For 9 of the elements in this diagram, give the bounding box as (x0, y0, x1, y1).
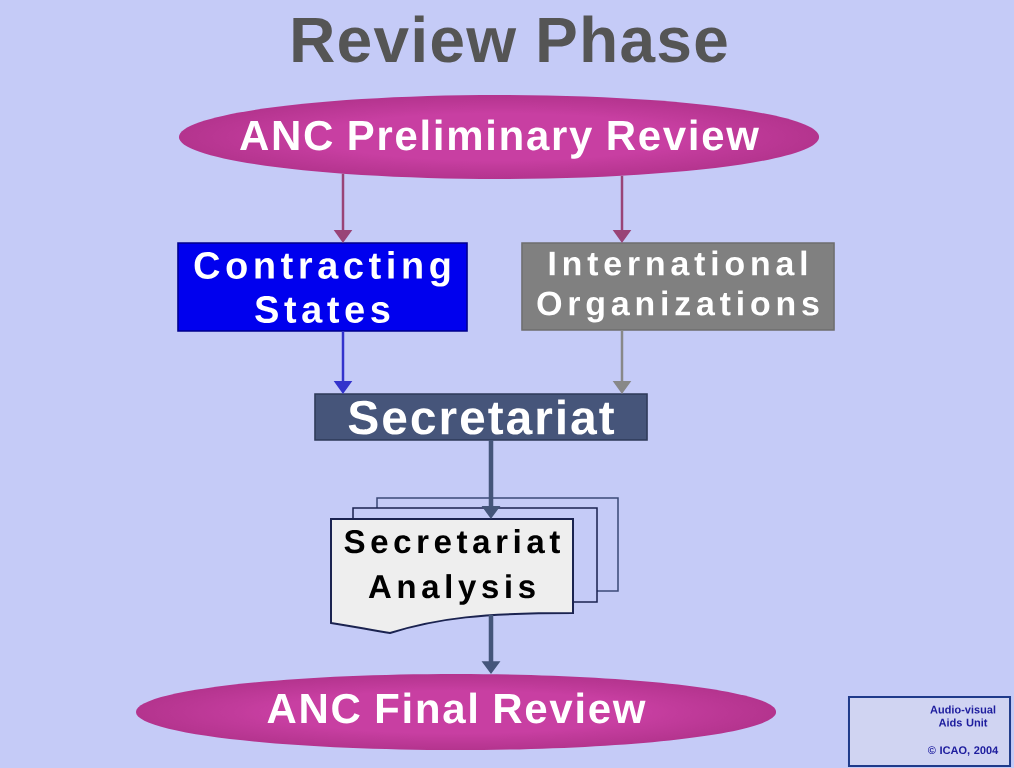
document-stack: Secretariat Analysis (330, 497, 619, 634)
copyright-note: © ICAO, 2004 (927, 746, 999, 756)
node-label: ANC Preliminary Review (240, 119, 759, 159)
node-label: ANC Final Review (267, 692, 646, 724)
process-box: International Organizations (521, 242, 835, 331)
process-box: Contracting States (177, 242, 468, 332)
title: Review Phase (293, 15, 727, 63)
unit-name: Audio-visual Aids Unit (930, 705, 996, 727)
process-box: Secretariat (314, 393, 648, 441)
